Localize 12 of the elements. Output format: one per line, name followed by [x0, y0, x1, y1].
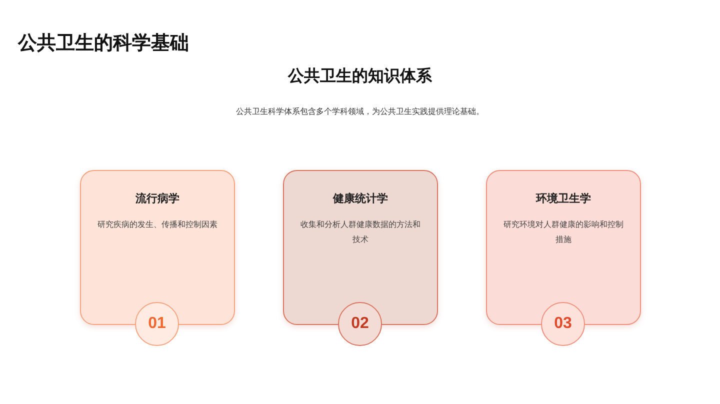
section-heading: 公共卫生的知识体系 [286, 66, 433, 87]
page-title: 公共卫生的科学基础 [18, 31, 189, 56]
card-heading: 环境卫生学 [534, 191, 592, 206]
number-badge: 02 [338, 302, 382, 346]
card-description: 研究环境对人群健康的影响和控制措施 [503, 219, 624, 246]
description-text: 公共卫生科学体系包含多个学科领域，为公共卫生实践提供理论基础。 [235, 106, 485, 117]
card-description: 收集和分析人群健康数据的方法和技术 [300, 219, 421, 246]
card-heading: 流行病学 [134, 191, 180, 206]
card-description: 研究疾病的发生、传播和控制因素 [97, 219, 218, 231]
number-badge: 03 [541, 302, 585, 346]
number-badge: 01 [135, 302, 179, 346]
card-heading: 健康统计学 [332, 191, 389, 206]
